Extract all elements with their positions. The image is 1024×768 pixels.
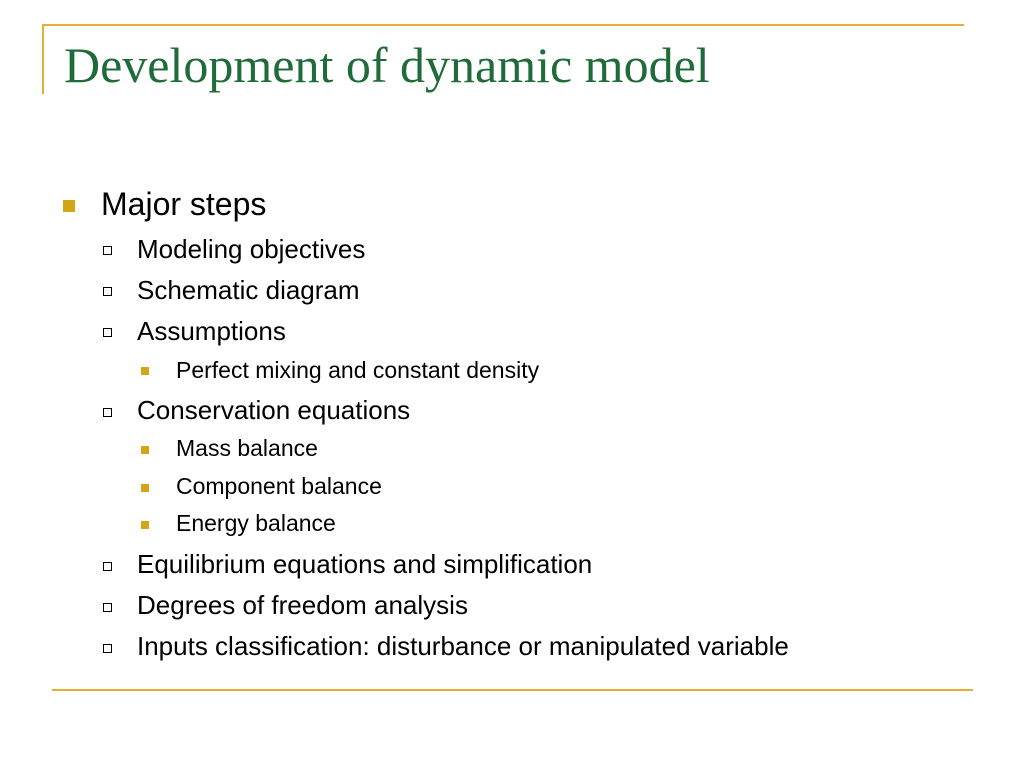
bullet-text: Degrees of freedom analysis	[137, 590, 468, 620]
bullet-text: Equilibrium equations and simplification	[137, 549, 593, 579]
footer-rule	[52, 689, 973, 691]
bullet-text: Schematic diagram	[137, 275, 360, 305]
hollow-square-bullet-icon	[103, 562, 112, 571]
filled-square-bullet-icon	[141, 521, 149, 529]
hollow-square-bullet-icon	[103, 644, 112, 653]
bullet-text: Major steps	[101, 186, 267, 222]
title-frame-top-rule	[42, 24, 964, 26]
hollow-square-bullet-icon	[103, 408, 112, 417]
hollow-square-bullet-icon	[103, 246, 112, 255]
filled-square-bullet-icon	[63, 200, 75, 212]
hollow-square-bullet-icon	[103, 328, 112, 337]
hollow-square-bullet-icon	[103, 603, 112, 612]
title-frame-left-rule	[42, 24, 44, 94]
filled-square-bullet-icon	[141, 446, 149, 454]
filled-square-bullet-icon	[141, 367, 149, 375]
filled-square-bullet-icon	[141, 484, 149, 492]
bullet-text: Mass balance	[176, 435, 318, 461]
slide-title: Development of dynamic model	[64, 37, 710, 93]
bullet-text: Inputs classification: disturbance or ma…	[137, 631, 789, 661]
bullet-text: Component balance	[176, 473, 382, 499]
hollow-square-bullet-icon	[103, 287, 112, 296]
bullet-text: Modeling objectives	[137, 234, 366, 264]
bullet-text: Energy balance	[176, 510, 336, 536]
bullet-text: Conservation equations	[137, 395, 411, 425]
bullet-text: Perfect mixing and constant density	[176, 357, 540, 383]
bullet-text: Assumptions	[137, 316, 286, 346]
